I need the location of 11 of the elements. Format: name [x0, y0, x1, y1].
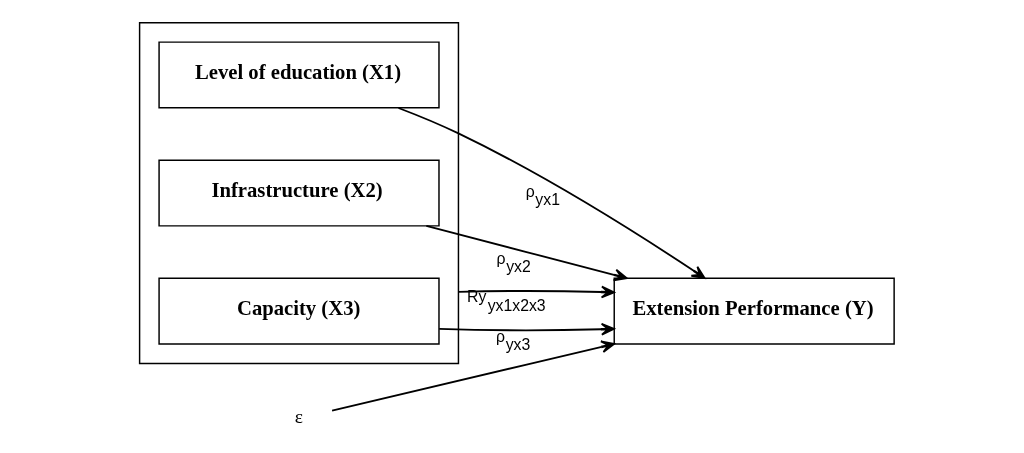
node-box: Capacity (X3) — [158, 277, 440, 345]
arrow — [425, 225, 628, 282]
node-box: Extension Performance (Y) — [613, 277, 895, 345]
arrow — [438, 322, 615, 336]
node-box: Infrastructure (X2) — [158, 159, 440, 227]
arrow — [457, 285, 615, 299]
arrow — [331, 340, 615, 412]
node-box: Level of education (X1) — [158, 41, 440, 109]
arrow — [397, 107, 706, 279]
cluster — [138, 21, 460, 365]
node-text: ε — [294, 405, 303, 427]
